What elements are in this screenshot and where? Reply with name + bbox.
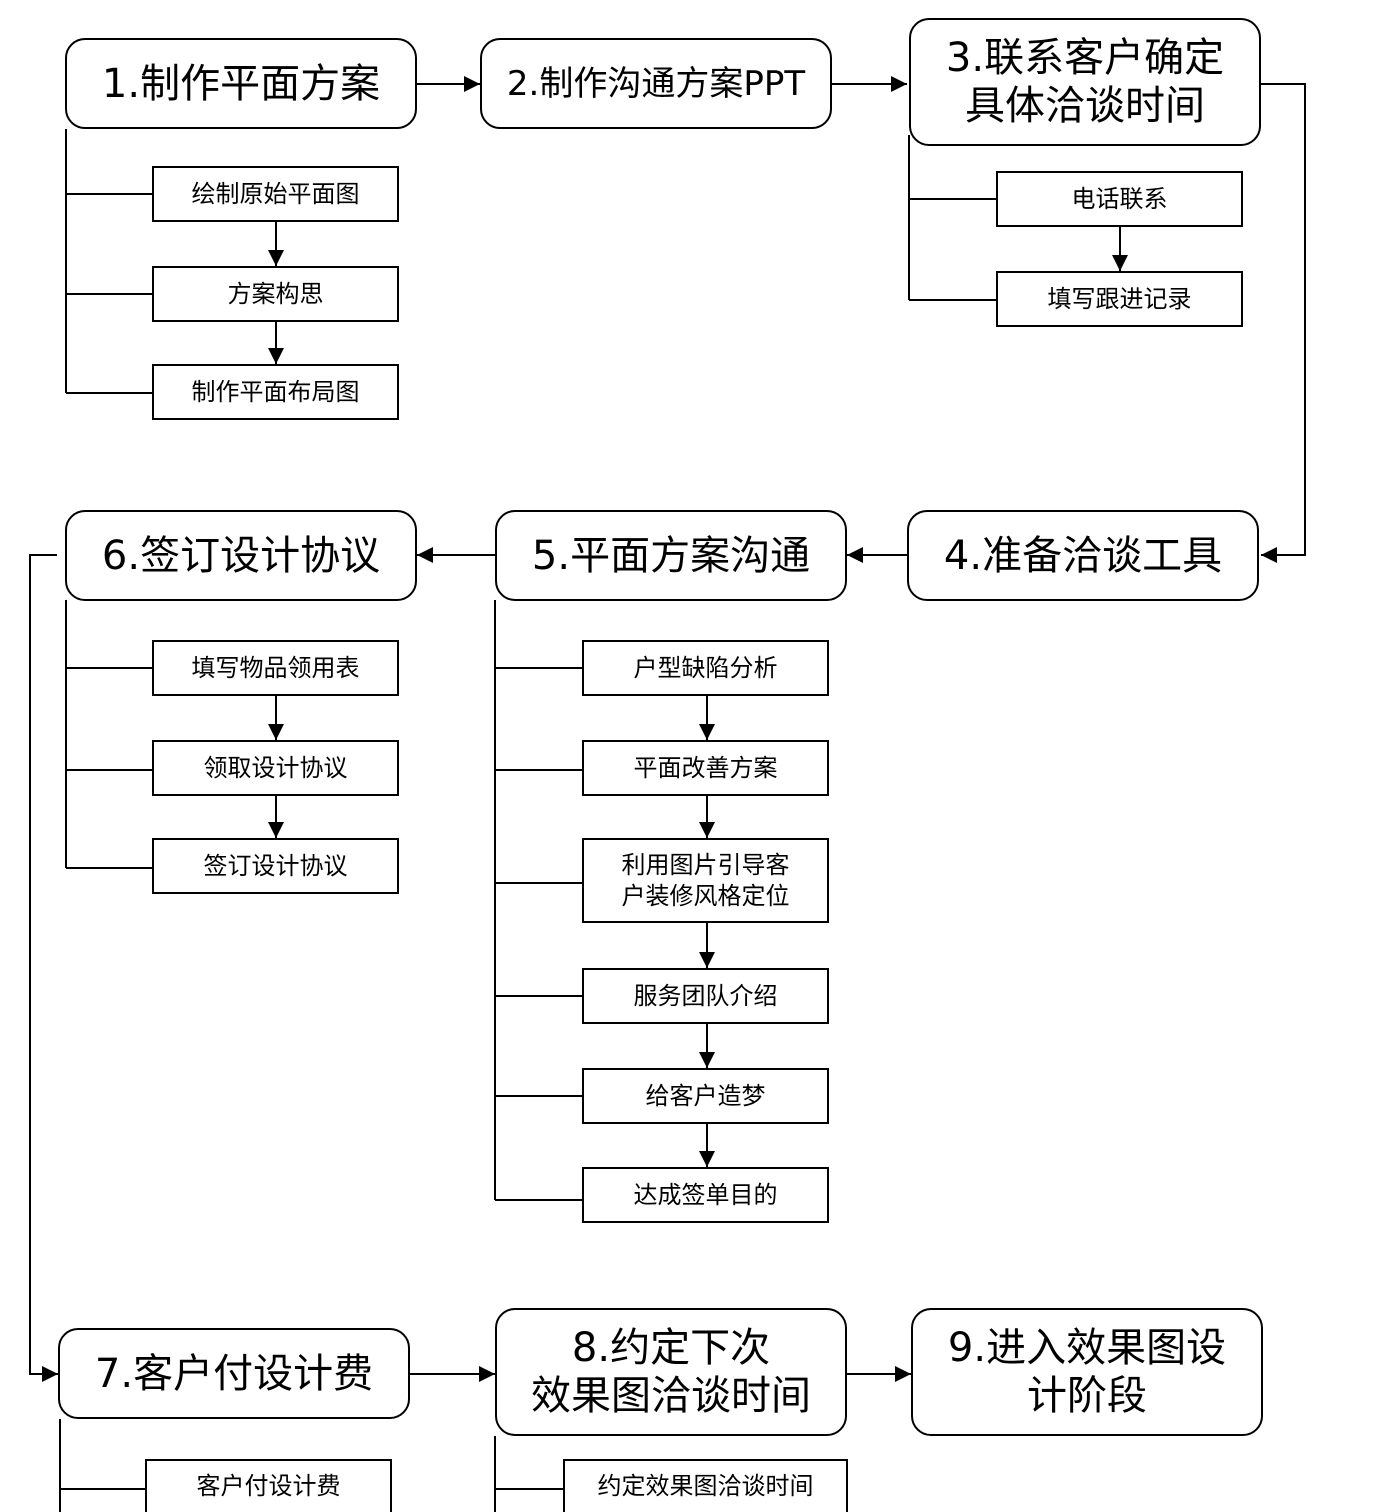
substep-label: 平面改善方案 (633, 753, 778, 782)
step-5-substep: 达成签单目的 (582, 1167, 829, 1223)
step-3-label: 3.联系客户确定 具体洽谈时间 (945, 35, 1225, 129)
step-2-box: 2.制作沟通方案PPT (480, 38, 832, 129)
step-3-substep: 填写跟进记录 (996, 271, 1243, 327)
step-1-box: 1.制作平面方案 (65, 38, 417, 129)
arrow-step3-to-step4 (1261, 83, 1306, 563)
substep-label: 绘制原始平面图 (191, 179, 360, 208)
step-9-box: 9.进入效果图设 计阶段 (911, 1308, 1263, 1436)
step-3-box: 3.联系客户确定 具体洽谈时间 (909, 18, 1261, 146)
substep-label: 客户付设计费 (196, 1472, 341, 1500)
step-9-label: 9.进入效果图设 计阶段 (947, 1325, 1227, 1419)
step-6-substep: 签订设计协议 (152, 838, 399, 894)
step-7-substep: 客户付设计费 (145, 1459, 392, 1512)
substep-label: 签订设计协议 (203, 851, 348, 880)
substep-label: 填写跟进记录 (1047, 284, 1192, 313)
step-8-substep: 约定效果图洽谈时间 (563, 1459, 848, 1512)
step-7-label: 7.客户付设计费 (94, 1350, 374, 1397)
step-1-substep: 方案构思 (152, 266, 399, 322)
step-2-label: 2.制作沟通方案PPT (506, 63, 806, 104)
step-6-label: 6.签订设计协议 (101, 532, 381, 579)
step-8-label: 8.约定下次 效果图洽谈时间 (531, 1325, 811, 1419)
substep-label: 方案构思 (227, 279, 324, 308)
step-1-substep: 制作平面布局图 (152, 364, 399, 420)
substep-label: 给客户造梦 (645, 1081, 766, 1110)
substep-label: 电话联系 (1071, 184, 1168, 213)
step-1-label: 1.制作平面方案 (101, 60, 381, 107)
step-3-substep: 电话联系 (996, 171, 1243, 227)
step-1-substep: 绘制原始平面图 (152, 166, 399, 222)
step-4-label: 4.准备洽谈工具 (943, 532, 1223, 579)
step-6-substep: 填写物品领用表 (152, 640, 399, 696)
step-6-box: 6.签订设计协议 (65, 510, 417, 601)
substep-label: 填写物品领用表 (191, 653, 360, 682)
step-7-box: 7.客户付设计费 (58, 1328, 410, 1419)
substep-label: 利用图片引导客 户装修风格定位 (621, 850, 790, 910)
arrow-step6-to-step7 (29, 554, 58, 1382)
step-5-substep: 服务团队介绍 (582, 968, 829, 1024)
step-5-substep: 利用图片引导客 户装修风格定位 (582, 838, 829, 923)
step-6-substep: 领取设计协议 (152, 740, 399, 796)
substep-label: 制作平面布局图 (191, 377, 360, 406)
substep-label: 户型缺陷分析 (633, 653, 778, 682)
substep-label: 约定效果图洽谈时间 (597, 1472, 814, 1500)
step-4-box: 4.准备洽谈工具 (907, 510, 1259, 601)
step-8-box: 8.约定下次 效果图洽谈时间 (495, 1308, 847, 1436)
substep-label: 服务团队介绍 (633, 981, 778, 1010)
step-5-label: 5.平面方案沟通 (531, 532, 811, 579)
step-5-substep: 户型缺陷分析 (582, 640, 829, 696)
substep-label: 领取设计协议 (203, 753, 348, 782)
substep-label: 达成签单目的 (633, 1180, 778, 1209)
step-5-box: 5.平面方案沟通 (495, 510, 847, 601)
step-5-substep: 平面改善方案 (582, 740, 829, 796)
step-5-substep: 给客户造梦 (582, 1068, 829, 1124)
